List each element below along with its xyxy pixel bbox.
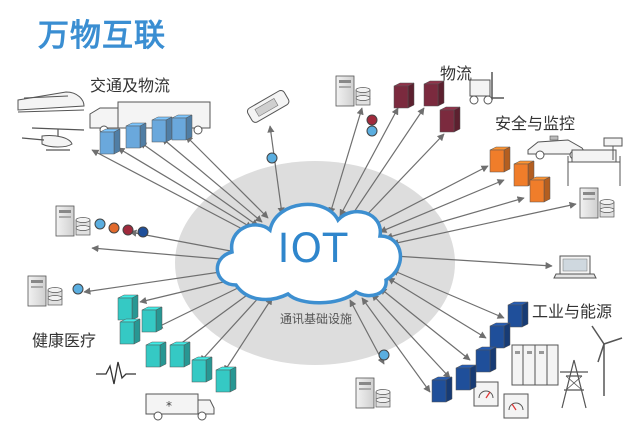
server-icon	[335, 75, 355, 107]
category-label-health: 健康医疗	[32, 331, 97, 350]
database-icon	[375, 389, 391, 408]
status-dot	[137, 226, 149, 238]
svg-text:*: *	[166, 399, 172, 413]
device-box-icon	[125, 122, 147, 149]
train-icon	[17, 91, 85, 113]
status-dot	[122, 224, 134, 236]
server-group	[27, 75, 615, 409]
device-box-icon	[191, 356, 213, 383]
device-box-icon	[475, 346, 497, 373]
server-icon	[27, 275, 47, 307]
server-icon	[55, 205, 75, 237]
device-box-icon	[393, 82, 415, 109]
category-label-industry: 工业与能源	[532, 302, 613, 321]
power-tower-icon	[560, 359, 588, 409]
heartbeat-icon	[96, 361, 136, 385]
device-box-icon	[171, 114, 193, 141]
device-box-icon	[99, 128, 121, 155]
connection-arrows	[83, 107, 577, 393]
status-dot	[94, 218, 106, 230]
category-label-security: 安全与监控	[495, 114, 576, 133]
device-box-group	[99, 80, 551, 403]
device-box-icon	[141, 306, 163, 333]
server-icon	[579, 187, 599, 219]
database-icon	[599, 199, 615, 218]
category-label-transport: 交通及物流	[90, 76, 171, 95]
device-box-icon	[529, 176, 551, 203]
category-label-logistics: 物流	[440, 64, 473, 83]
iot-label: IOT	[277, 226, 349, 272]
device-box-icon	[439, 106, 461, 133]
status-dot	[72, 283, 84, 295]
device-box-icon	[423, 80, 445, 107]
status-dot	[108, 222, 120, 234]
server-icon	[355, 377, 375, 409]
database-icon	[355, 87, 371, 106]
device-box-icon	[119, 318, 141, 345]
database-icon	[75, 217, 91, 236]
control-cabinet-icon	[511, 344, 559, 386]
page-title: 万物互联	[38, 18, 166, 54]
database-icon	[47, 287, 63, 306]
device-box-icon	[151, 116, 173, 143]
wind-turbine-icon	[591, 325, 623, 396]
status-dot	[266, 152, 278, 164]
device-box-icon	[117, 294, 139, 321]
device-box-icon	[145, 341, 167, 368]
status-dot	[366, 114, 378, 126]
device-box-icon	[489, 322, 511, 349]
infrastructure-label: 通讯基础设施	[279, 312, 352, 326]
device-box-icon	[507, 301, 529, 328]
status-dot	[378, 349, 390, 361]
cloud-icon	[215, 202, 403, 305]
device-box-icon	[215, 366, 237, 393]
device-box-icon	[489, 146, 511, 173]
gauge-icon	[503, 393, 529, 419]
device-box-icon	[455, 364, 477, 391]
ambulance-icon: *	[145, 393, 215, 421]
device-box-icon	[169, 341, 191, 368]
status-dot	[366, 125, 378, 137]
laptop-icon	[553, 255, 597, 279]
gauge-icon	[473, 381, 499, 407]
traffic-sign-icon	[567, 149, 621, 186]
device-box-icon	[431, 376, 453, 403]
helicopter-icon	[21, 127, 85, 151]
forklift-icon	[469, 72, 504, 105]
handheld-device-icon	[246, 89, 290, 123]
camera-icon	[603, 137, 623, 160]
